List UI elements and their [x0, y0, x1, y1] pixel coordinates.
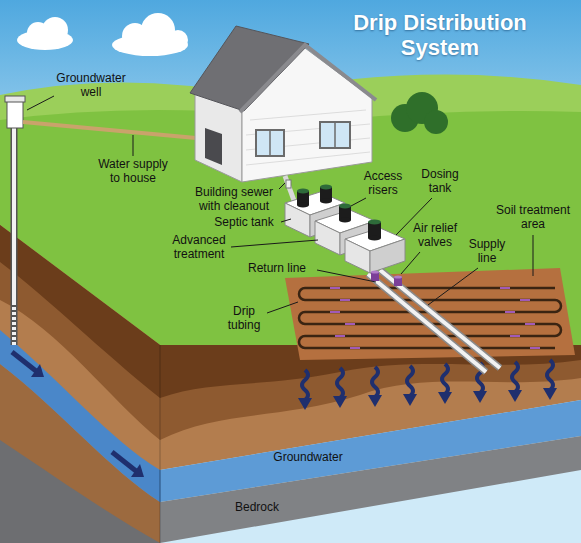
callout-label: Return line — [238, 262, 316, 276]
left-face — [0, 225, 160, 543]
front-face — [160, 345, 581, 543]
callout-label: Advanced treatment — [168, 234, 230, 261]
callout-label: Groundwater — [264, 451, 352, 465]
cleanout — [286, 180, 291, 188]
callout-label: Drip tubing — [222, 305, 266, 332]
clouds — [17, 13, 188, 56]
leader-lines — [27, 96, 533, 313]
callout-label: Access risers — [358, 170, 408, 197]
drip-tubing — [299, 288, 561, 348]
callout-label: Groundwater well — [52, 72, 130, 99]
infiltration-arrows — [298, 360, 557, 410]
manifold-pipes — [368, 270, 500, 372]
water-supply-pipe — [23, 122, 196, 138]
bush — [391, 92, 448, 134]
callout-label: Septic tank — [205, 216, 283, 230]
diagram-title: Drip Distribution System — [335, 10, 545, 61]
callout-label: Bedrock — [222, 501, 292, 515]
callout-label: Air relief valves — [406, 222, 464, 249]
callout-label: Building sewer with cleanout — [188, 186, 280, 213]
callout-label: Soil treatment area — [490, 204, 576, 231]
callout-label: Supply line — [466, 238, 508, 265]
callout-label: Water supply to house — [92, 158, 174, 185]
callout-label: Dosing tank — [414, 168, 466, 195]
groundwater-well — [5, 96, 25, 345]
air-relief-valves — [371, 270, 402, 286]
house — [190, 26, 376, 182]
